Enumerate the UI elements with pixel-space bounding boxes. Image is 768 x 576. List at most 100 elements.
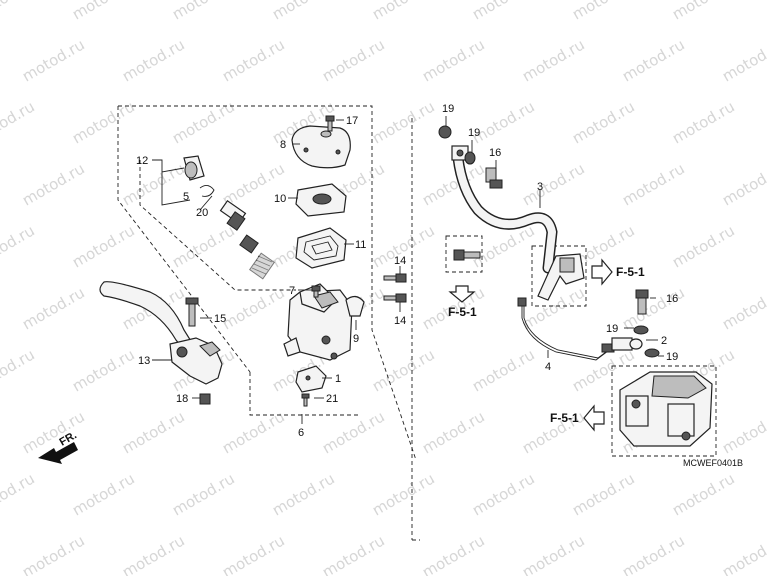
ref-arrow-left xyxy=(583,404,605,432)
subassembly-outline-12 xyxy=(139,160,296,291)
callout-19-c: 19 xyxy=(606,323,618,335)
callout-20: 20 xyxy=(196,207,208,219)
watermark-text: motod.ru xyxy=(669,221,738,271)
watermark-text: motod.ru xyxy=(319,531,388,576)
callout-14-lower: 14 xyxy=(394,315,406,327)
watermark-text: motod.ru xyxy=(619,283,688,333)
watermark-text: motod.ru xyxy=(419,35,488,85)
hose-clamp xyxy=(537,253,585,301)
piston-boot xyxy=(183,155,205,181)
callout-6: 6 xyxy=(298,427,304,439)
watermark-text: motod.ru xyxy=(19,35,88,85)
callout-18: 18 xyxy=(176,393,188,405)
brake-caliper xyxy=(619,371,713,447)
watermark-text: motod.ru xyxy=(369,97,438,147)
watermark-text: motod.ru xyxy=(19,159,88,209)
watermark-text: motod.ru xyxy=(719,407,768,457)
watermark-text: motod.ru xyxy=(419,531,488,576)
watermark-text: motod.ru xyxy=(369,469,438,519)
watermark-text: motod.ru xyxy=(519,35,588,85)
watermark-text: motod.ru xyxy=(119,35,188,85)
assembly-outline-left xyxy=(117,105,417,461)
callout-19-a: 19 xyxy=(442,103,454,115)
watermark-text: motod.ru xyxy=(519,531,588,576)
sealing-washer-19b xyxy=(464,151,476,165)
diaphragm xyxy=(295,227,347,269)
piston xyxy=(219,199,247,231)
upper-brake-hose xyxy=(452,152,558,274)
ref-arrow-right xyxy=(591,258,613,286)
watermark-text: motod.ru xyxy=(0,345,38,395)
callout-12: 12 xyxy=(136,155,148,167)
callout-16-lower: 16 xyxy=(666,293,678,305)
pivot-nut xyxy=(199,393,211,405)
watermark-text: motod.ru xyxy=(569,469,638,519)
assembly-outline-right xyxy=(411,118,420,541)
ref-label-left: F-5-1 xyxy=(448,305,477,319)
watermark-text: motod.ru xyxy=(169,469,238,519)
watermark-text: motod.ru xyxy=(469,345,538,395)
callout-17: 17 xyxy=(346,115,358,127)
watermark-text: motod.ru xyxy=(719,531,768,576)
pivot-bolt xyxy=(185,297,199,327)
brake-lever xyxy=(99,281,223,385)
screw-17 xyxy=(325,115,335,132)
watermark-text: motod.ru xyxy=(369,345,438,395)
watermark-text: motod.ru xyxy=(219,531,288,576)
ref-label-right-lower: F-5-1 xyxy=(550,411,579,425)
watermark-text: motod.ru xyxy=(0,469,38,519)
watermark-text: motod.ru xyxy=(719,283,768,333)
watermark-text: motod.ru xyxy=(619,531,688,576)
front-stop-switch xyxy=(295,365,327,393)
watermark-text: motod.ru xyxy=(19,283,88,333)
callout-3: 3 xyxy=(537,181,543,193)
watermark-text: motod.ru xyxy=(0,97,38,147)
watermark-text: motod.ru xyxy=(69,469,138,519)
callout-10: 10 xyxy=(274,193,286,205)
watermark-text: motod.ru xyxy=(269,0,338,23)
diagram-code: MCWEF0401B xyxy=(683,458,743,468)
callout-16-upper: 16 xyxy=(489,147,501,159)
watermark-text: motod.ru xyxy=(569,97,638,147)
callout-14-upper: 14 xyxy=(394,255,406,267)
banjo-bolt-lower xyxy=(635,289,649,315)
watermark-text: motod.ru xyxy=(319,35,388,85)
hose-reference-box xyxy=(445,235,483,273)
watermark-text: motod.ru xyxy=(269,469,338,519)
leader-lines xyxy=(192,116,664,424)
lower-brake-pipe xyxy=(517,297,615,361)
callout-21: 21 xyxy=(326,393,338,405)
watermark-text: motod.ru xyxy=(669,0,738,23)
screw-7 xyxy=(311,285,321,298)
watermark-text: motod.ru xyxy=(169,0,238,23)
watermark-text: motod.ru xyxy=(19,531,88,576)
watermark-text: motod.ru xyxy=(469,97,538,147)
callout-4: 4 xyxy=(545,361,551,373)
diaphragm-plate xyxy=(295,183,347,217)
screw-21 xyxy=(301,393,310,407)
callout-2: 2 xyxy=(661,335,667,347)
callout-1: 1 xyxy=(335,373,341,385)
watermark-text: motod.ru xyxy=(419,407,488,457)
callout-13: 13 xyxy=(138,355,150,367)
watermark-text: motod.ru xyxy=(669,469,738,519)
watermark-text: motod.ru xyxy=(469,469,538,519)
watermark-text: motod.ru xyxy=(569,0,638,23)
cup-seal xyxy=(239,234,259,254)
sealing-washer-19d xyxy=(644,348,660,358)
sealing-washer-19c xyxy=(633,325,649,335)
watermark-text: motod.ru xyxy=(719,159,768,209)
callout-19-d: 19 xyxy=(666,351,678,363)
snap-ring xyxy=(199,185,215,197)
return-spring xyxy=(249,252,275,280)
watermark-text: motod.ru xyxy=(619,35,688,85)
banjo-fitting xyxy=(611,337,643,351)
sealing-washer-19a xyxy=(438,125,452,139)
watermark-text: motod.ru xyxy=(69,97,138,147)
watermark-text: motod.ru xyxy=(719,35,768,85)
bracket xyxy=(345,295,365,317)
callout-9: 9 xyxy=(353,333,359,345)
callout-7: 7 xyxy=(289,285,295,297)
ref-arrow-down xyxy=(448,285,476,303)
